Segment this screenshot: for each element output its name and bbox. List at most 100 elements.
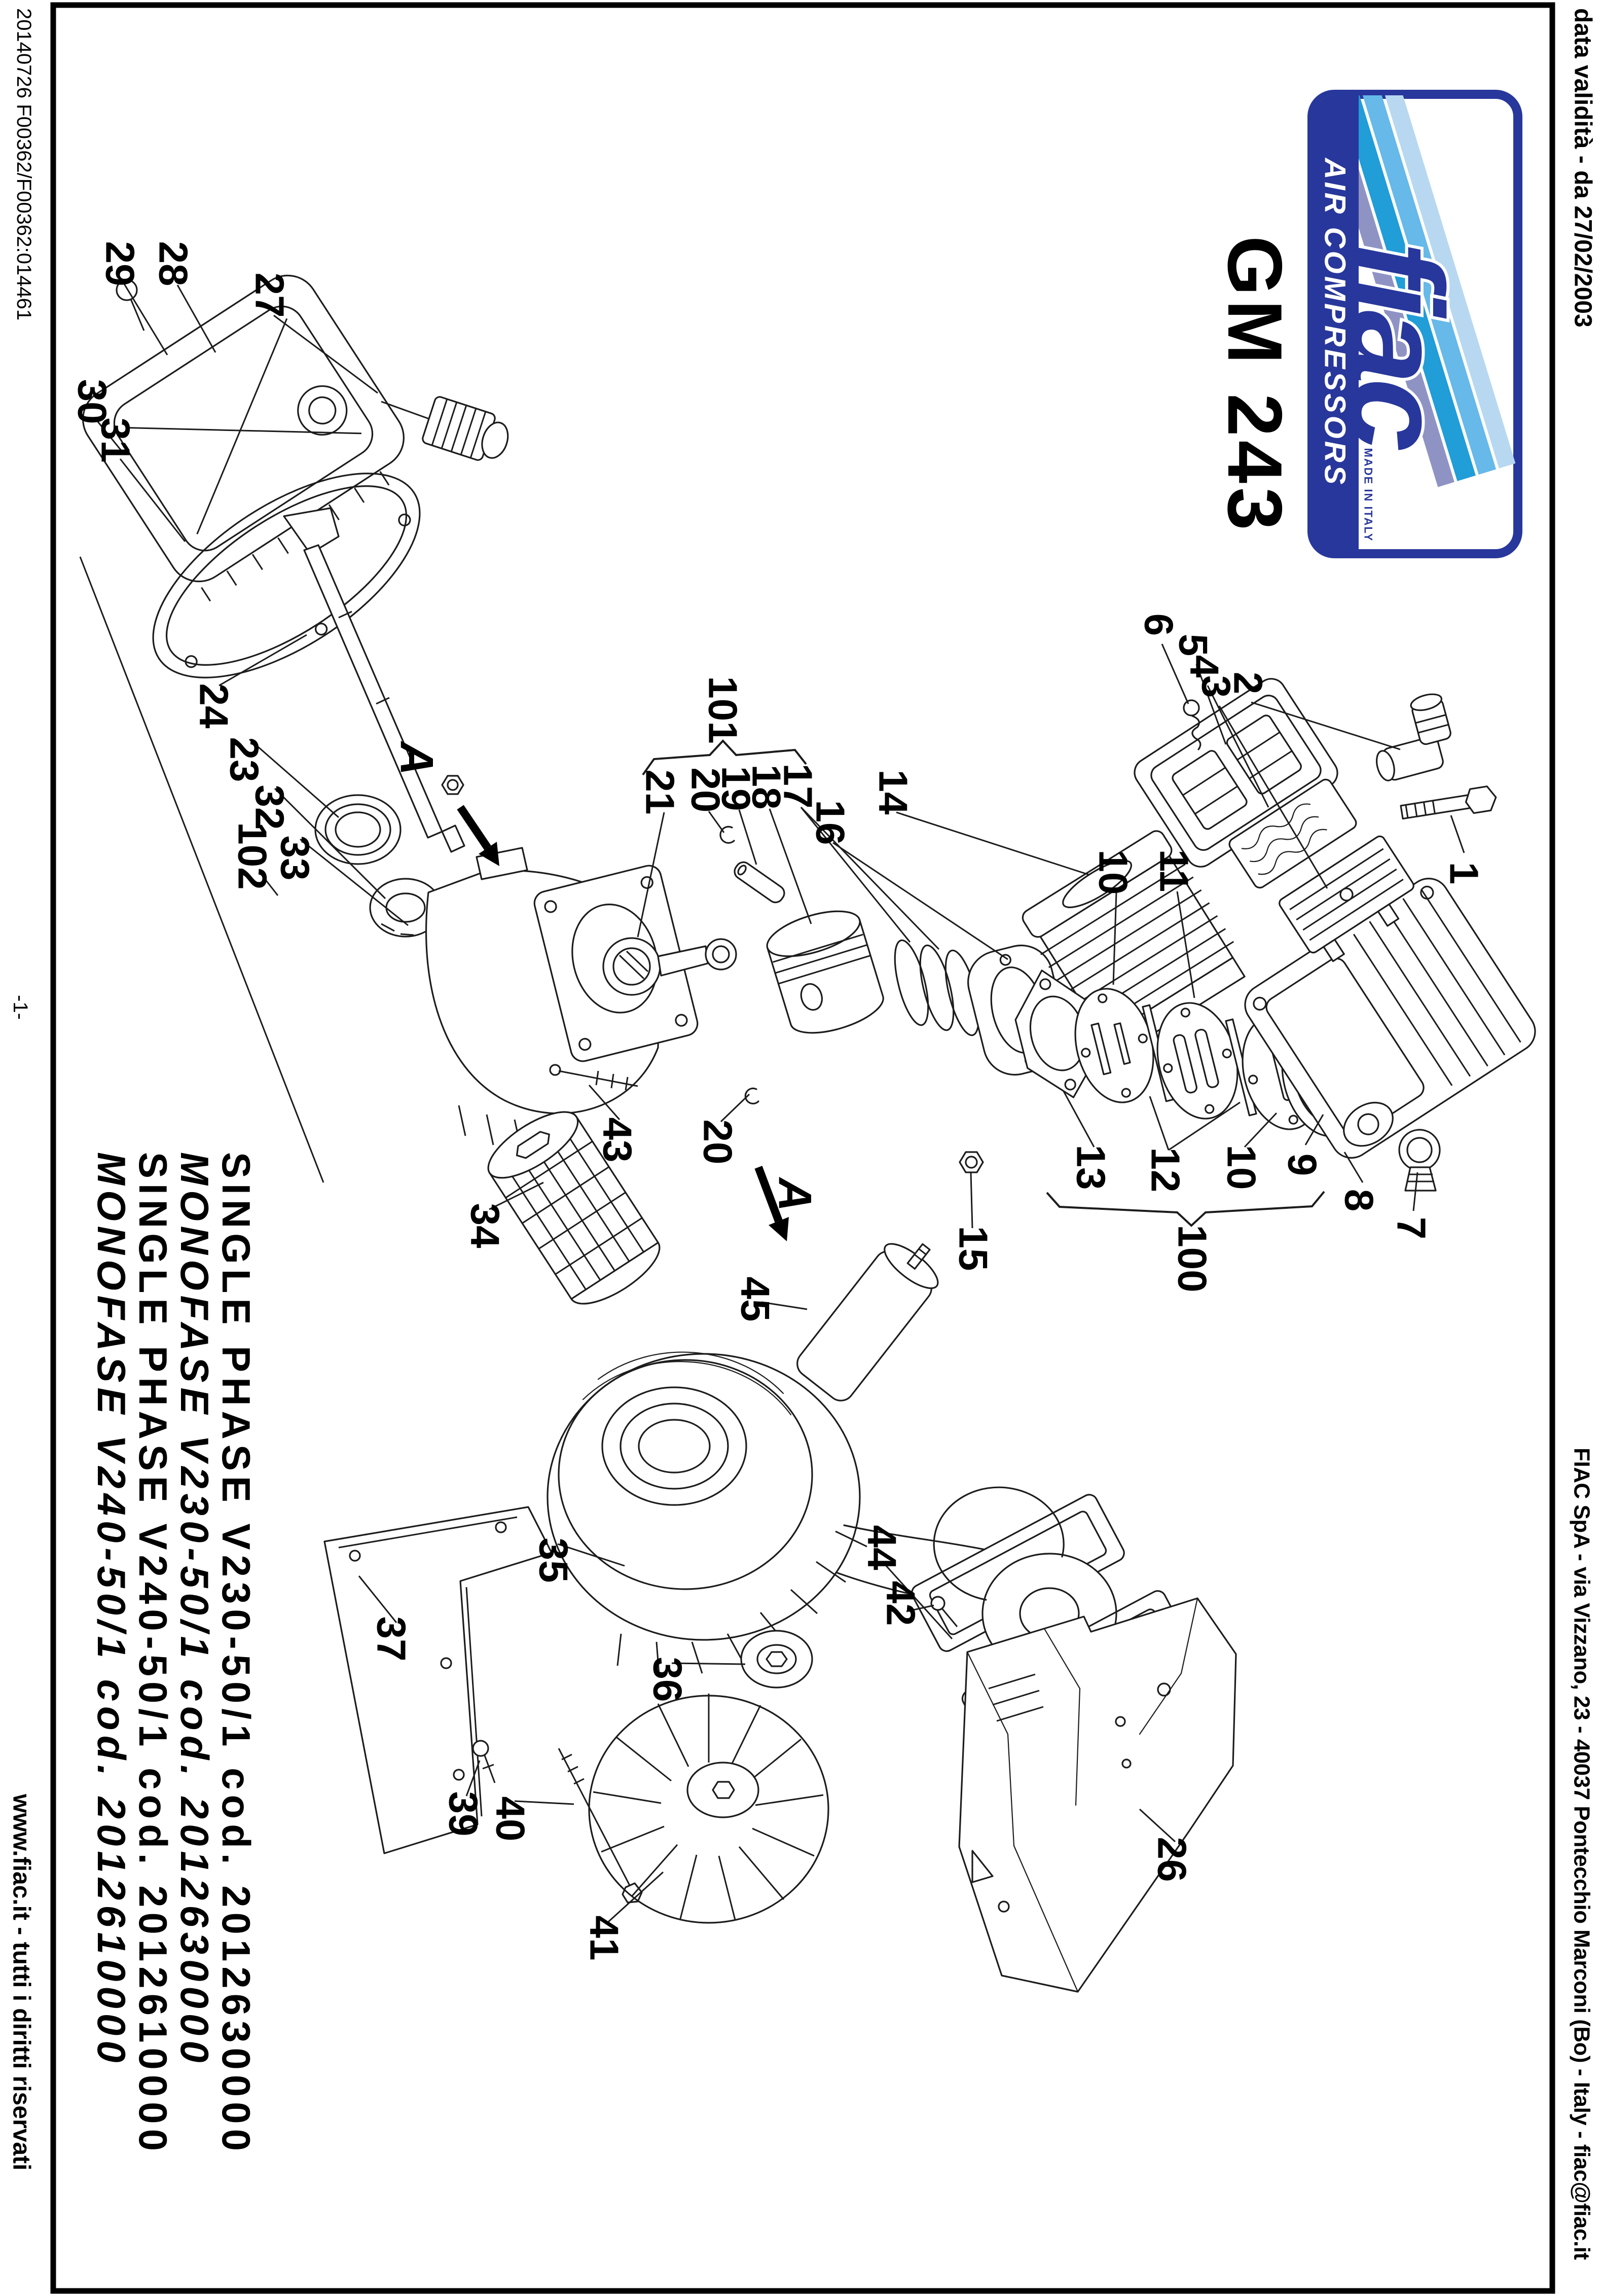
part-label-34: 34 <box>463 1203 508 1248</box>
leader-line <box>1063 1091 1095 1147</box>
leader-line <box>738 809 757 865</box>
logo-band <box>1313 95 1359 553</box>
part-label-12: 12 <box>1143 1147 1188 1193</box>
leader-line <box>1343 1152 1364 1183</box>
part-label-29: 29 <box>98 241 143 286</box>
part-label-26: 26 <box>1150 1837 1195 1882</box>
leader-line <box>896 811 1089 876</box>
view-arrow-head <box>479 842 499 866</box>
part-label-44: 44 <box>860 1525 905 1570</box>
part-label-9: 9 <box>1280 1154 1325 1176</box>
part-39-screw <box>472 1740 496 1783</box>
leader-line <box>1139 1808 1176 1843</box>
part-label-33: 33 <box>273 836 318 881</box>
leader-line <box>1149 1096 1170 1151</box>
leader-line <box>1207 685 1269 808</box>
leader-line <box>671 1662 746 1665</box>
leader-line <box>274 787 386 900</box>
part-label-28: 28 <box>151 241 196 286</box>
part-label-20: 20 <box>683 768 729 813</box>
document-number: 20140726 F00362/F00362:014461 <box>13 8 35 320</box>
leader-line <box>1450 815 1465 853</box>
leader-line <box>259 872 279 896</box>
leader-line <box>1112 892 1117 985</box>
leader-line <box>761 1301 808 1310</box>
leader-line <box>79 556 324 1183</box>
leader-line <box>588 1085 621 1120</box>
leader-line <box>637 812 665 938</box>
leader-line <box>1244 1112 1278 1148</box>
part-31-head-gasket <box>152 473 421 678</box>
group-101-brace <box>642 739 807 776</box>
part-7-plug <box>1398 1129 1441 1192</box>
leader-line <box>123 283 168 355</box>
part-6-screw <box>1183 699 1202 750</box>
leader-line <box>176 284 216 353</box>
leader-line <box>1176 891 1195 998</box>
leader-line <box>273 314 378 394</box>
part-label-10: 10 <box>1219 1145 1264 1190</box>
part-label-8: 8 <box>1337 1189 1382 1212</box>
leader-line <box>300 838 409 926</box>
leader-line <box>1251 701 1401 750</box>
product-code-1: SINGLE PHASE V230-50/1 cod. 2012630000 <box>214 1152 259 2156</box>
view-label-A: A <box>769 1177 821 1211</box>
part-label-20: 20 <box>696 1120 741 1165</box>
view-arrow-shaft <box>457 805 491 850</box>
leader-line <box>1168 1101 1241 1151</box>
part-label-14: 14 <box>871 770 916 815</box>
leader-line <box>1412 1172 1418 1211</box>
part-5-valve-cover <box>1134 678 1338 868</box>
page-indicator: -1- <box>9 995 31 1020</box>
part-label-24: 24 <box>192 684 237 729</box>
part-42-screw <box>930 1596 958 1627</box>
part-label-13: 13 <box>1069 1145 1114 1190</box>
part-label-23: 23 <box>222 737 267 782</box>
leader-line <box>465 1760 481 1797</box>
leader-line <box>1161 643 1189 704</box>
page-title: GM 243 <box>1212 236 1298 534</box>
leader-line <box>1304 1114 1324 1145</box>
part-label-2: 2 <box>1226 672 1271 695</box>
part-label-11: 11 <box>1152 849 1197 892</box>
part-label-35: 35 <box>531 1538 576 1583</box>
part-label-30: 30 <box>70 379 115 424</box>
exploded-diagram <box>82 274 1536 1993</box>
part-nut-a <box>441 775 464 795</box>
view-arrow-shaft <box>754 1166 783 1223</box>
part-15-nut <box>959 1151 984 1173</box>
leader-line <box>970 1172 973 1229</box>
part-label-32: 32 <box>247 785 293 830</box>
website-copyright: www.fiac.it - tutti i diritti riservati <box>8 1793 35 2170</box>
leader-line <box>249 738 339 818</box>
company-address: FIAC SpA - via Vizzano, 23 - 40037 Ponte… <box>1570 1448 1594 2260</box>
part-label-100: 100 <box>1170 1225 1215 1292</box>
part-23-bearing <box>314 794 402 865</box>
part-label-31: 31 <box>93 418 138 463</box>
part-29-screw <box>116 279 145 331</box>
part-2-elbow-fitting <box>1376 693 1451 781</box>
part-20-circlip-a <box>719 826 735 844</box>
part-1-bolt <box>1400 785 1497 820</box>
leader-line <box>219 634 307 687</box>
part-label-41: 41 <box>582 1916 627 1961</box>
leader-line <box>800 806 940 950</box>
leader-line <box>557 1543 625 1567</box>
leader-line <box>769 808 812 924</box>
part-label-6: 6 <box>1137 614 1182 636</box>
part-32-seal <box>369 878 442 938</box>
part-label-15: 15 <box>951 1226 996 1271</box>
part-label-42: 42 <box>879 1581 924 1626</box>
part-34-air-filter <box>487 1111 661 1305</box>
leader-line <box>720 1093 750 1123</box>
leader-line <box>708 811 725 833</box>
part-label-5: 5 <box>1171 634 1216 657</box>
part-label-18: 18 <box>744 765 789 810</box>
part-label-4: 4 <box>1182 655 1227 678</box>
part-3-valve-plate <box>1279 835 1414 962</box>
part-label-102: 102 <box>230 822 275 889</box>
view-arrow-head <box>769 1217 789 1241</box>
part-label-17: 17 <box>776 764 821 809</box>
